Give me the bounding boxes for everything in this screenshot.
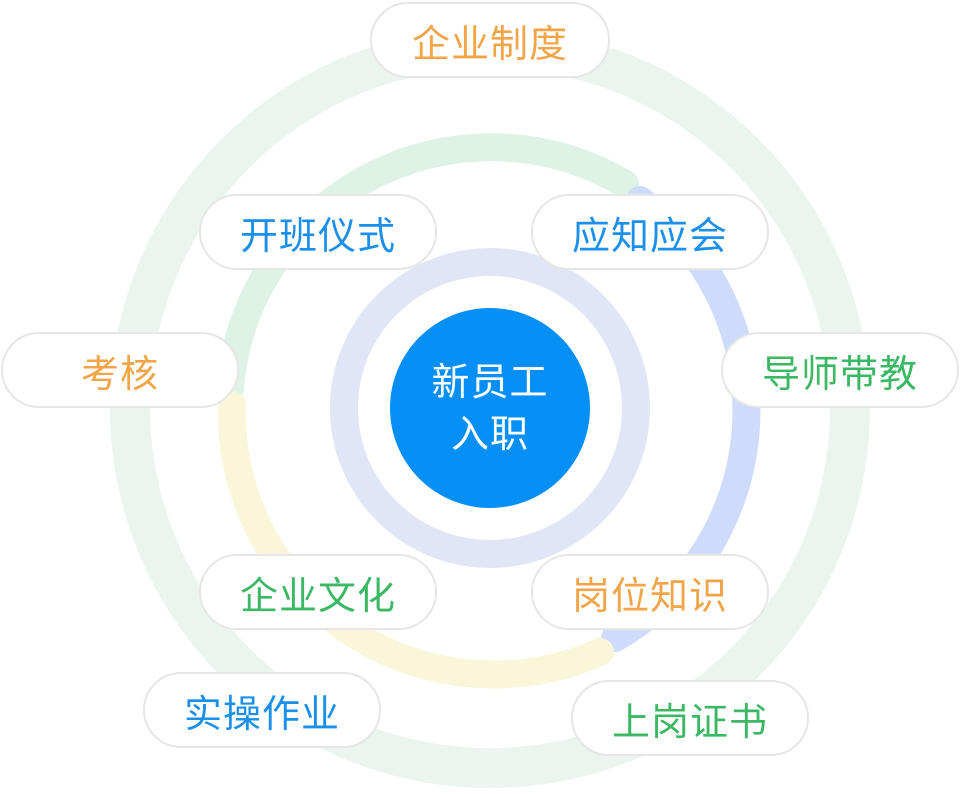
center-ring (330, 248, 650, 568)
arc-green (216, 133, 639, 402)
node-mentor-teaching: 导师带教 (721, 332, 959, 408)
node-assessment: 考核 (1, 332, 239, 408)
node-label: 开班仪式 (239, 213, 396, 258)
node-job-knowledge: 岗位知识 (531, 554, 769, 630)
center-line-2: 入职 (450, 412, 529, 456)
node-label: 上岗证书 (611, 699, 768, 744)
node-must-know: 应知应会 (531, 194, 769, 270)
node-label: 企业文化 (239, 573, 396, 618)
node-company-policy: 企业制度 (370, 2, 610, 78)
center-node: 新员工 入职 (390, 308, 590, 508)
node-corporate-culture: 企业文化 (199, 554, 437, 630)
node-label: 实操作业 (183, 691, 340, 736)
node-job-certificate: 上岗证书 (571, 680, 809, 756)
node-practical-work: 实操作业 (143, 672, 381, 748)
node-label: 考核 (80, 351, 159, 396)
node-label: 导师带教 (761, 351, 918, 396)
center-line-1: 新员工 (431, 360, 549, 404)
node-label: 岗位知识 (571, 573, 728, 618)
node-label: 企业制度 (411, 21, 568, 66)
node-label: 应知应会 (571, 213, 728, 258)
node-opening-ceremony: 开班仪式 (199, 194, 437, 270)
